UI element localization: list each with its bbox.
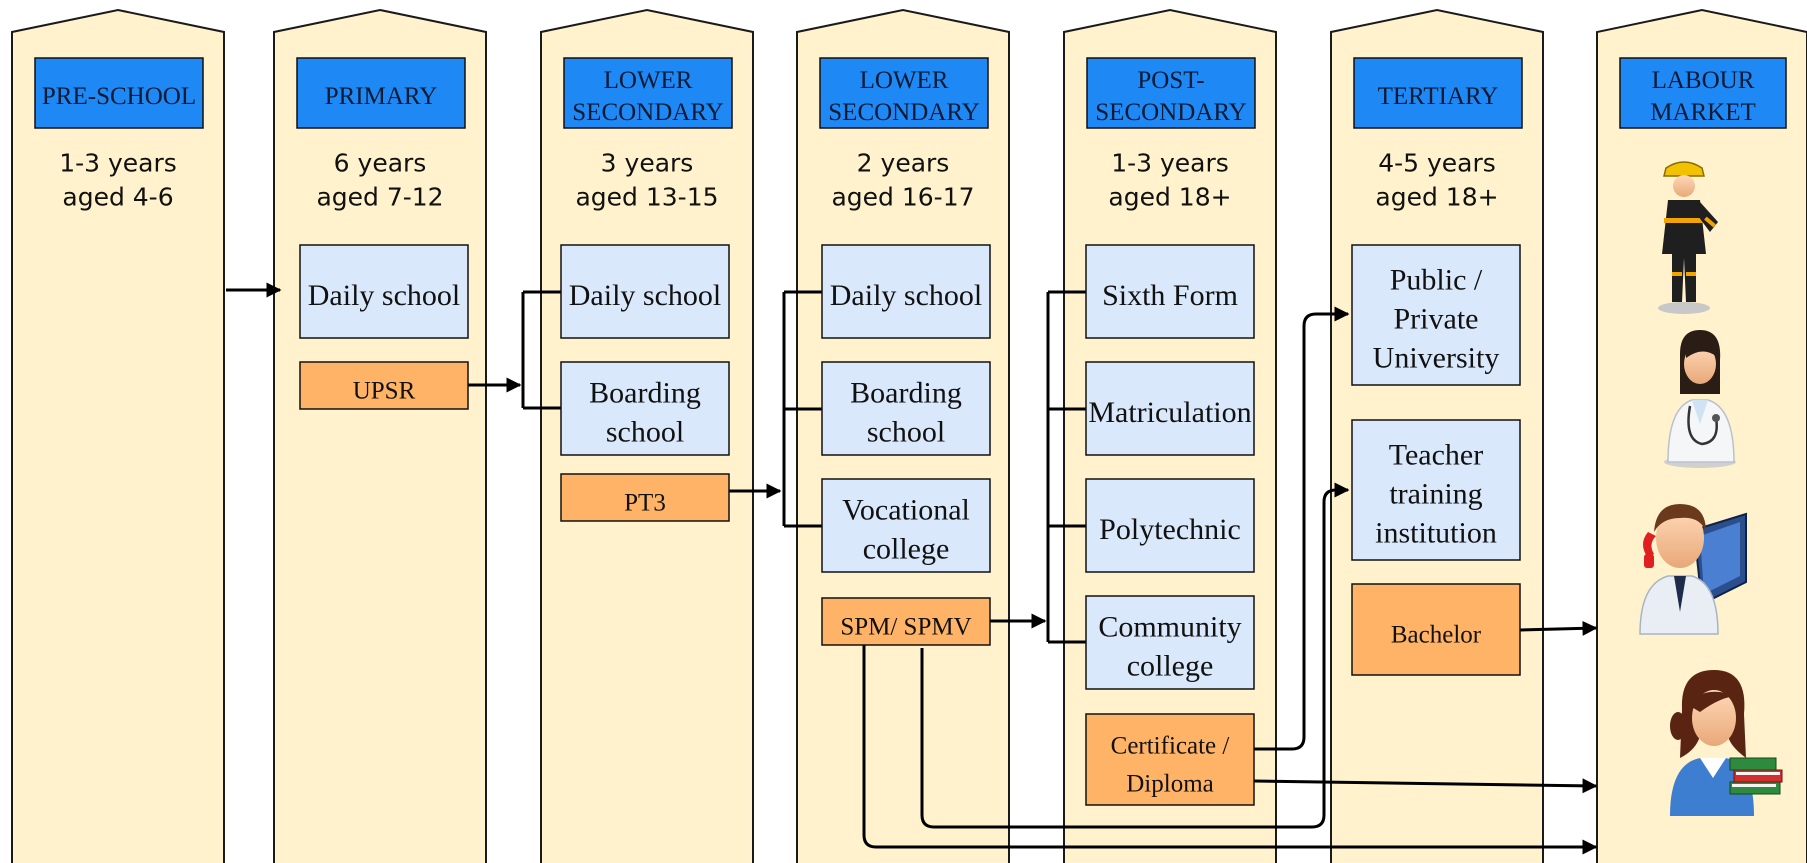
exam-box-spm: SPM/ SPMV: [821, 597, 991, 646]
stage-header: PRIMARY: [296, 57, 466, 129]
exam-box-certificate: Certificate /Diploma: [1085, 713, 1255, 806]
institution-label: Polytechnic: [1099, 513, 1241, 546]
institution-box-post-poly: Polytechnic: [1085, 478, 1255, 573]
exam-box-upsr: UPSR: [299, 361, 469, 410]
stage-header-label: POST-SECONDARY: [1095, 67, 1246, 126]
office-worker-icon: [1639, 504, 1747, 635]
institution-label: Matriculation: [1088, 396, 1251, 429]
stage-header: POST-SECONDARY: [1086, 57, 1256, 129]
exam-label: UPSR: [353, 377, 416, 404]
institution-label: Daily school: [830, 279, 982, 312]
flow-connector: [1254, 306, 1350, 751]
stage-header-label: PRE-SCHOOL: [42, 83, 196, 110]
stage-header: TERTIARY: [1353, 57, 1523, 129]
stage-header-label: TERTIARY: [1378, 83, 1499, 110]
institution-box-uppsec-daily: Daily school: [821, 244, 991, 339]
exam-box-pt3: PT3: [560, 473, 730, 522]
doctor-icon: [1664, 330, 1736, 468]
teacher-icon: [1670, 670, 1783, 816]
institution-box-lowsec-daily: Daily school: [560, 244, 730, 339]
exam-label: Bachelor: [1391, 621, 1482, 648]
institution-label: Sixth Form: [1102, 279, 1238, 312]
institution-box-post-matric: Matriculation: [1085, 361, 1255, 456]
exam-box-bachelor: Bachelor: [1351, 583, 1521, 676]
institution-label: Daily school: [569, 279, 721, 312]
flow-connector: [1519, 620, 1598, 636]
firefighter-icon: [1658, 161, 1718, 314]
institution-box-post-sixth: Sixth Form: [1085, 244, 1255, 339]
institution-label: Daily school: [308, 279, 460, 312]
flow-connector: [862, 645, 1598, 855]
flow-connector: [920, 482, 1350, 829]
exam-label: PT3: [624, 489, 666, 516]
flow-connector: [1253, 778, 1598, 794]
institution-box-primary-daily: Daily school: [299, 244, 469, 339]
stage-header: PRE-SCHOOL: [34, 57, 204, 129]
exam-label: Certificate /Diploma: [1111, 732, 1230, 797]
stage-header-label: PRIMARY: [325, 83, 438, 110]
exam-label: SPM/ SPMV: [840, 613, 971, 640]
